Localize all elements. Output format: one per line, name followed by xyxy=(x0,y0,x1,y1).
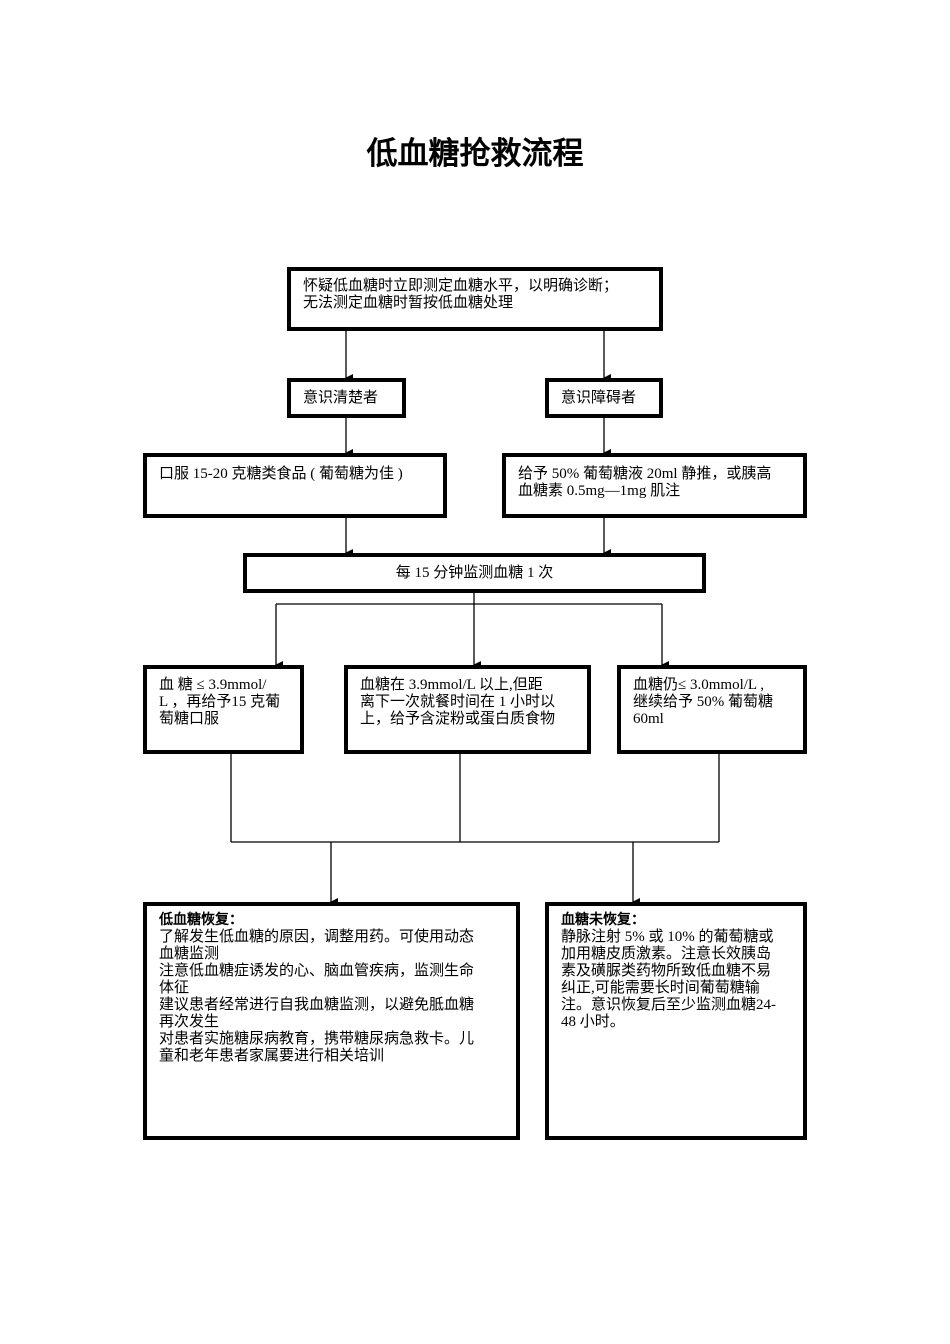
text-line: 对患者实施糖尿病教育，携带糖尿病急救卡。儿 xyxy=(159,1031,475,1047)
box-heading: 血糖未恢复： xyxy=(561,912,645,928)
text-line: 素及磺脲类药物所致低血糖不易 xyxy=(561,963,772,979)
text-line: 60ml xyxy=(633,711,664,727)
text-line: 怀疑低血糖时立即测定血糖水平，以明确诊断； xyxy=(303,278,619,294)
text-line: 口服 15-20 克糖类食品 ( 葡萄糖为佳 ) xyxy=(159,466,403,482)
text-line: 加用糖皮质激素。注意长效胰岛 xyxy=(561,946,772,962)
text-line: 血糖仍≤ 3.0mmol/L , xyxy=(633,677,765,693)
node-conscious: 意识清楚者 xyxy=(287,378,406,418)
text-line: 体征 xyxy=(159,980,190,996)
text-line: 上，给予含淀粉或蛋白质食物 xyxy=(360,711,556,727)
text-line: 血糖监测 xyxy=(159,946,220,962)
text-line: 萄糖口服 xyxy=(159,711,220,727)
text-line: 离下一次就餐时间在 1 小时以 xyxy=(360,694,556,710)
text-line: 血 糖 ≤ 3.9mmol/ xyxy=(159,677,267,693)
node-still-low: 血糖仍≤ 3.0mmol/L , 继续给予 50% 葡萄糖 60ml xyxy=(617,665,807,754)
text-line: 静脉注射 5% 或 10% 的葡萄糖或 xyxy=(561,929,774,945)
text-line: 再次发生 xyxy=(159,1014,220,1030)
node-low: 血 糖 ≤ 3.9mmol/ L ，再给予15 克葡 萄糖口服 xyxy=(143,665,304,754)
text-line: L ，再给予15 克葡 xyxy=(159,694,281,710)
node-iv: 给予 50% 葡萄糖液 20ml 静推，或胰高 血糖素 0.5mg—1mg 肌注 xyxy=(502,453,807,518)
text-line: 建议患者经常进行自我血糖监测，以避免胝血糖 xyxy=(159,997,475,1013)
text-line: 意识障碍者 xyxy=(561,390,637,406)
text-line: 童和老年患者家属要进行相关培训 xyxy=(159,1048,385,1064)
text-line: 48 小时。 xyxy=(561,1014,625,1030)
text-line: 血糖素 0.5mg—1mg 肌注 xyxy=(518,483,681,499)
node-normal: 血糖在 3.9mmol/L 以上,但距 离下一次就餐时间在 1 小时以 上，给予… xyxy=(344,665,591,754)
node-recovered: 低血糖恢复： 了解发生低血糖的原因，调整用药。可使用动态 血糖监测 注意低血糖症… xyxy=(143,902,520,1140)
text-line: 血糖在 3.9mmol/L 以上,但距 xyxy=(360,677,543,693)
text-line: 注意低血糖症诱发的心、脑血管疾病，监测生命 xyxy=(159,963,475,979)
node-monitor: 每 15 分钟监测血糖 1 次 xyxy=(243,553,706,593)
text-line: 每 15 分钟监测血糖 1 次 xyxy=(395,565,554,581)
node-start: 怀疑低血糖时立即测定血糖水平，以明确诊断； 无法测定血糖时暂按低血糖处理 xyxy=(287,267,663,331)
text-line: 纠正,可能需要长时间葡萄糖输 xyxy=(561,980,760,996)
node-not-recovered: 血糖未恢复： 静脉注射 5% 或 10% 的葡萄糖或 加用糖皮质激素。注意长效胰… xyxy=(545,902,807,1140)
text-line: 了解发生低血糖的原因，调整用药。可使用动态 xyxy=(159,929,475,945)
node-unconscious: 意识障碍者 xyxy=(545,378,663,418)
text-line: 无法测定血糖时暂按低血糖处理 xyxy=(303,295,514,311)
box-heading: 低血糖恢复： xyxy=(159,912,243,928)
text-line: 注。意识恢复后至少监测血糖24- xyxy=(561,997,776,1013)
page-title: 低血糖抢救流程 xyxy=(366,136,584,172)
node-oral: 口服 15-20 克糖类食品 ( 葡萄糖为佳 ) xyxy=(143,453,447,518)
text-line: 意识清楚者 xyxy=(303,390,379,406)
text-line: 给予 50% 葡萄糖液 20ml 静推，或胰高 xyxy=(518,466,772,482)
text-line: 继续给予 50% 葡萄糖 xyxy=(633,694,773,710)
